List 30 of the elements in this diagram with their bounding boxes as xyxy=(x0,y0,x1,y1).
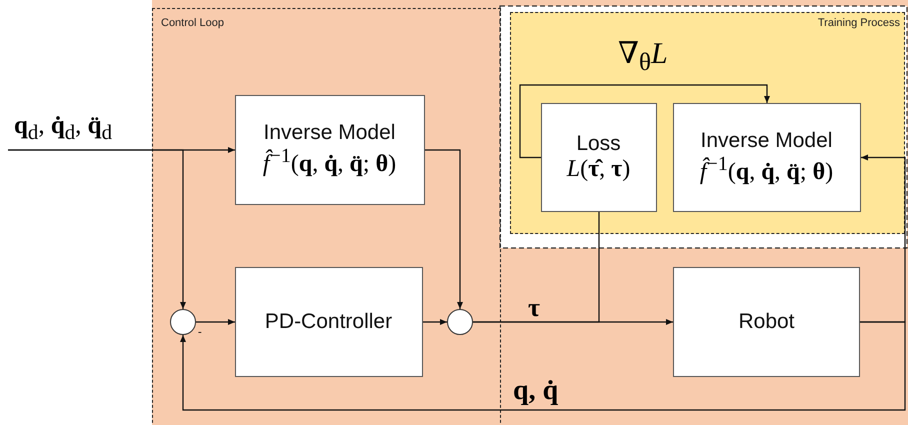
formula-text: f̂$^{−1}$(q, q̇, q̈; θ) xyxy=(262,145,396,178)
process-box xyxy=(234,266,422,376)
dashed-region xyxy=(152,8,501,425)
process-box xyxy=(540,102,656,212)
process-box xyxy=(234,94,424,204)
process-box xyxy=(673,267,860,377)
formula-text: L(τ̂, τ) xyxy=(566,156,630,182)
block-title: PD-Controller xyxy=(264,310,392,334)
arrow xyxy=(8,149,186,309)
arrow xyxy=(423,319,447,325)
input-signal-label: q$_{d}$, q̇$_{d}$, q̈$_{d}$ xyxy=(14,112,112,145)
edge-label: τ xyxy=(528,293,540,323)
arrow xyxy=(196,319,235,325)
arrow xyxy=(519,84,770,158)
block-title: Loss xyxy=(576,132,621,156)
region-title: Training Process xyxy=(818,17,900,29)
process-box xyxy=(672,102,860,212)
edge-label: q, q̇ xyxy=(513,375,558,407)
arrow xyxy=(180,321,906,411)
dashed-region xyxy=(510,12,905,234)
block-title: Robot xyxy=(738,310,795,334)
block-title: Inverse Model xyxy=(700,128,832,152)
block-title: Inverse Model xyxy=(264,121,396,145)
edge-label: ∇$_{θ}$L xyxy=(618,36,668,77)
region-title: Control Loop xyxy=(161,17,224,29)
sign-label: - xyxy=(198,326,202,338)
formula-text: f̂$^{−1}$(q, q̇, q̈; θ) xyxy=(700,152,834,186)
arrow xyxy=(860,154,906,323)
connector-line xyxy=(473,212,600,323)
arrow xyxy=(425,149,463,309)
